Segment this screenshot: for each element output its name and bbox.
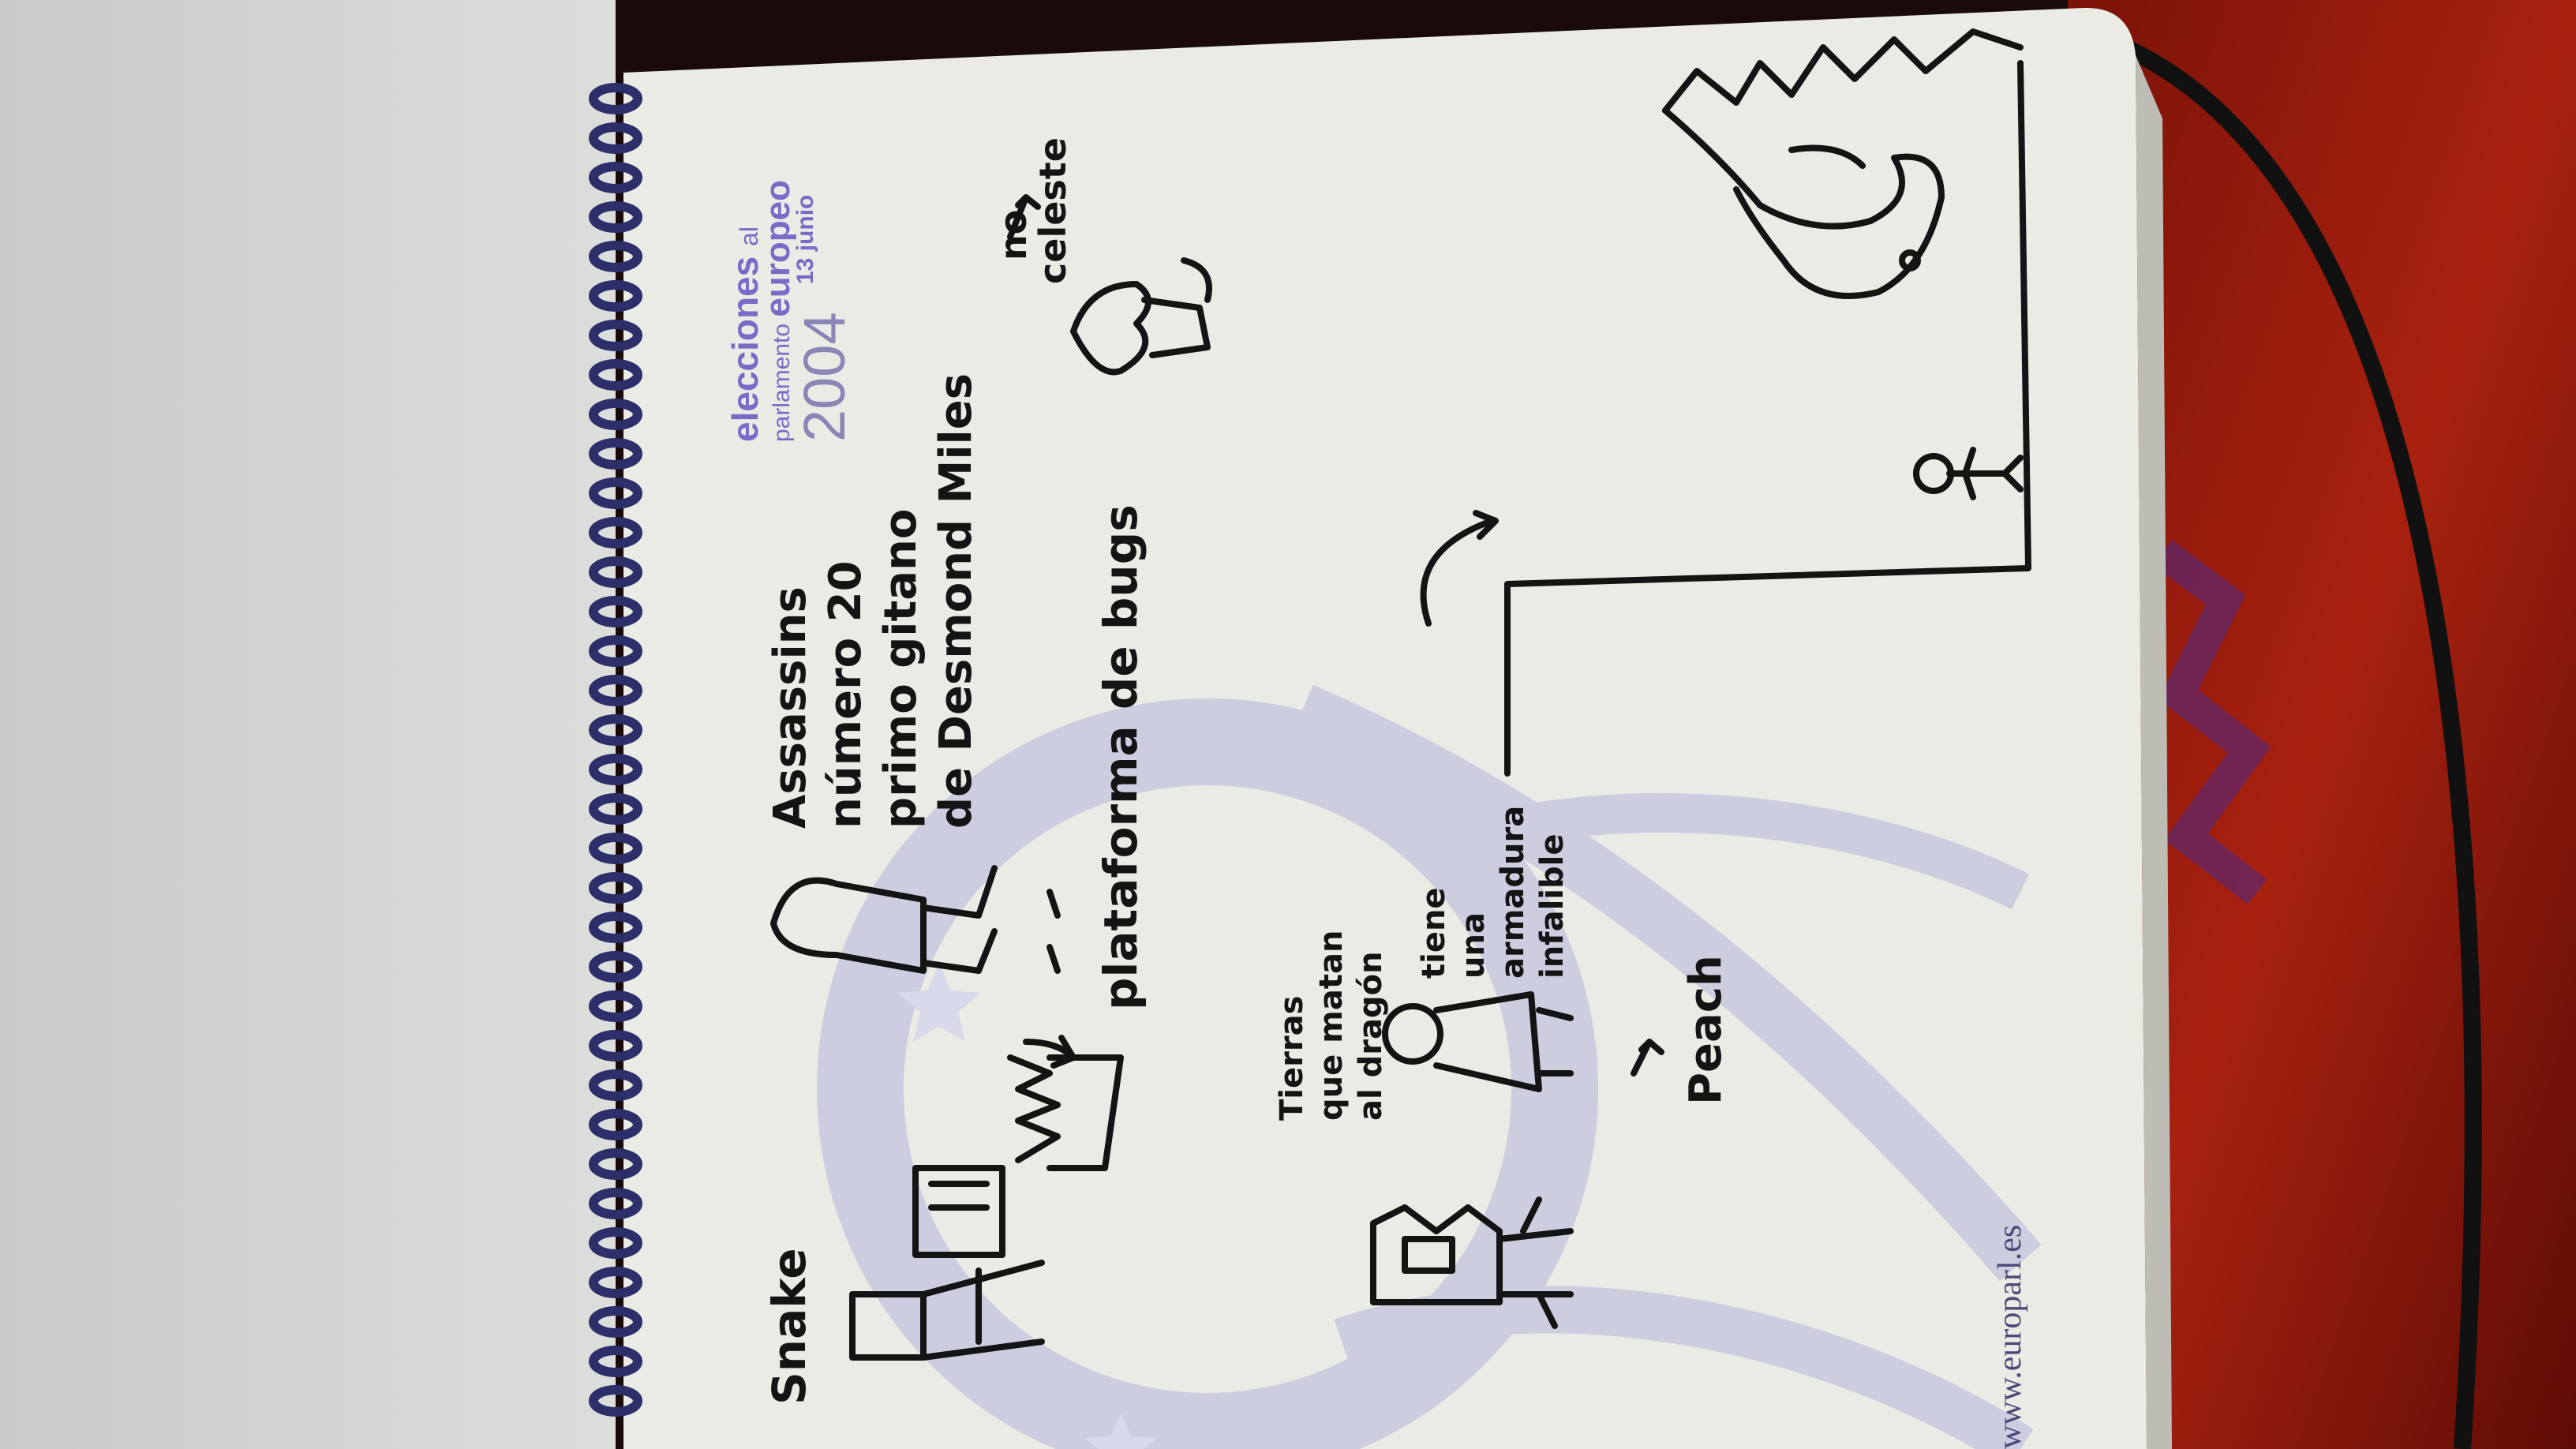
doodles xyxy=(770,28,2031,1361)
printed-header: elecciones al parlamento europeo 2004 13… xyxy=(724,180,857,442)
svg-text:elecciones al: elecciones al xyxy=(724,227,766,442)
footer-url: www.europarl.es xyxy=(1992,1225,2028,1449)
bird-doodle xyxy=(1070,257,1212,376)
assassin-figure xyxy=(770,865,1061,974)
note-peach-caption-line2: una xyxy=(1455,912,1492,979)
note-assassins-line2: número 20 xyxy=(820,560,871,829)
note-assassins: Assassins número 20 primo gitano de Desm… xyxy=(765,373,982,829)
arrow-to-peach xyxy=(1631,1039,1664,1076)
princess-figure xyxy=(1382,991,1574,1092)
note-tierras-line1: Tierras xyxy=(1274,996,1310,1121)
stick-figure xyxy=(1913,447,2024,500)
note-snake: Snake xyxy=(762,1248,816,1405)
header-date: 13 junio xyxy=(792,195,818,284)
note-peach-caption: tiene una armadura infalible xyxy=(1416,806,1571,979)
black-cable xyxy=(2050,15,2482,1449)
note-peach: Peach xyxy=(1680,955,1732,1105)
note-tierras-line2: que matan xyxy=(1313,930,1350,1121)
header-line1: elecciones xyxy=(724,256,766,442)
crown-doodle xyxy=(1007,1054,1124,1171)
sign-doodle xyxy=(912,1165,1005,1258)
snake-figure xyxy=(849,1260,1045,1361)
watermark-stars xyxy=(897,963,1157,1449)
note-no-celeste: no celeste xyxy=(992,137,1074,284)
header-line2-bold: europeo xyxy=(758,180,797,317)
knight-figure xyxy=(1370,1196,1574,1329)
dragon-figure xyxy=(1662,28,2024,299)
header-line2: parlamento xyxy=(769,324,795,442)
header-line1-suffix: al xyxy=(735,227,763,246)
spiral-binding xyxy=(589,83,642,1417)
header-year: 2004 xyxy=(792,312,857,442)
watermark-logo xyxy=(817,684,2042,1449)
note-no-celeste-line2: celeste xyxy=(1032,137,1074,284)
fabric-pattern xyxy=(2153,540,2271,904)
note-peach-caption-line4: infalible xyxy=(1534,834,1571,979)
page-edge-shadow xyxy=(2136,55,2172,1449)
svg-text:parlamento europeo: parlamento europeo xyxy=(758,180,797,442)
note-assassins-line4: de Desmond Miles xyxy=(930,373,982,829)
jump-arrow xyxy=(1420,510,1499,627)
arrow-to-no-celeste xyxy=(1007,194,1041,240)
note-assassins-line1: Assassins xyxy=(765,586,816,829)
note-assassins-line3: primo gitano xyxy=(875,509,927,829)
left-page xyxy=(0,0,616,1449)
level-path xyxy=(1504,60,2031,777)
note-platform: plataforma de bugs xyxy=(1094,504,1148,1010)
arrow-to-platform xyxy=(1023,1035,1076,1069)
note-tierras: Tierras que matan al dragón xyxy=(1274,930,1389,1121)
note-peach-caption-line3: armadura xyxy=(1495,806,1531,979)
note-peach-caption-line1: tiene xyxy=(1416,887,1452,979)
